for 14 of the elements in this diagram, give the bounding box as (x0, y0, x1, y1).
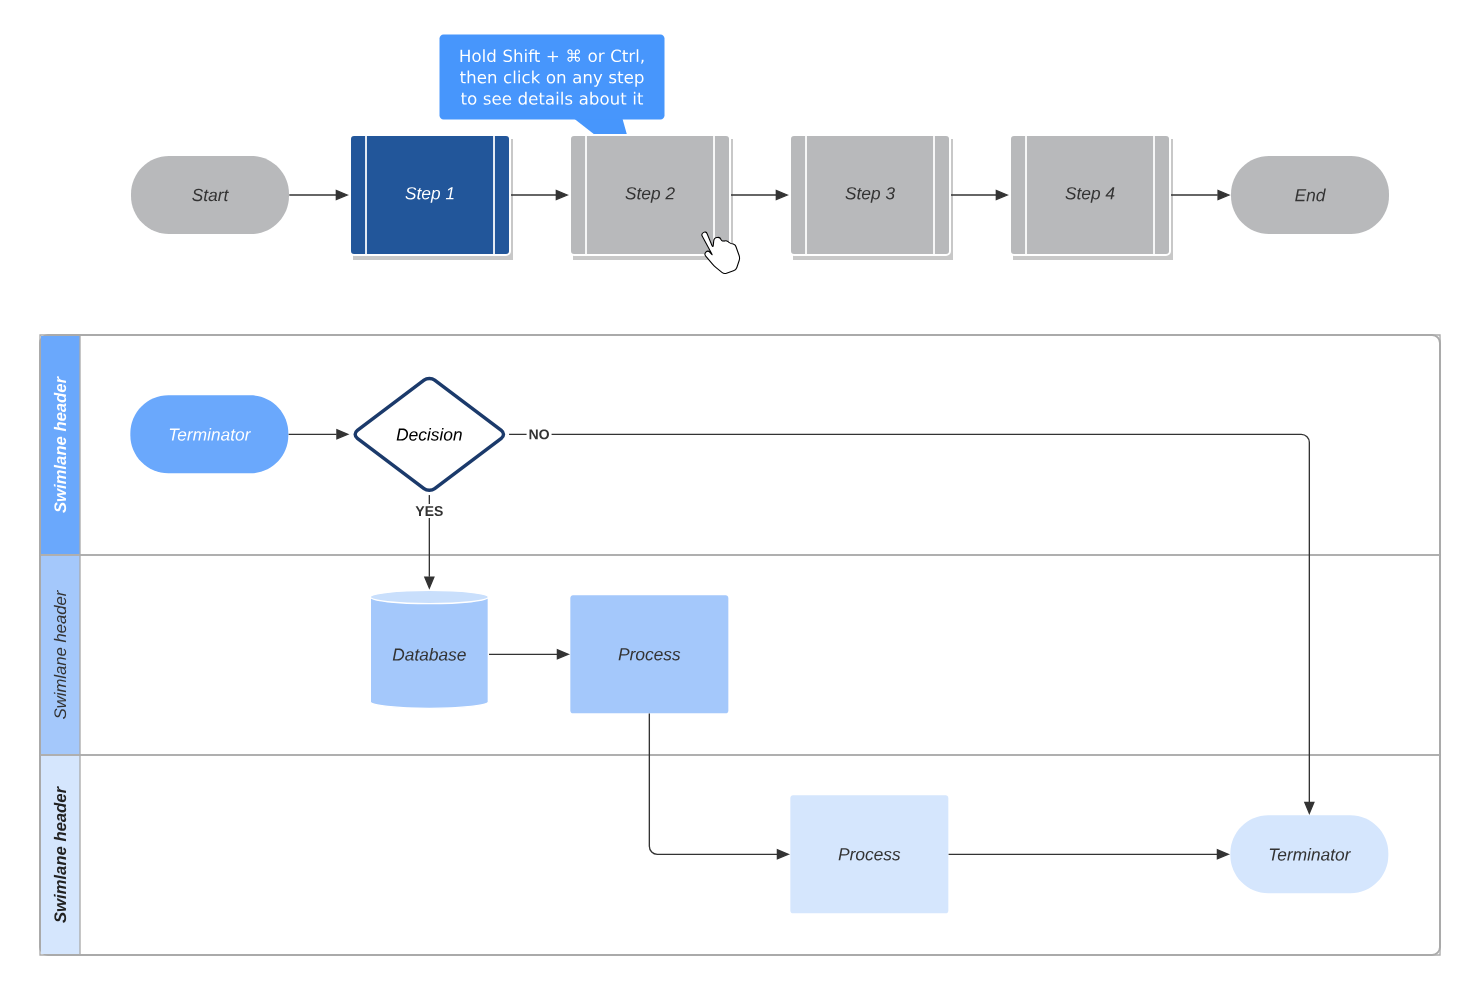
terminator: Start (131, 156, 289, 234)
process-step: Step 1 (349, 134, 513, 260)
process-step: Step 2 (569, 134, 733, 260)
process-step: Step 3 (789, 134, 953, 260)
terminator: End (1231, 156, 1389, 234)
terminator: Terminator (130, 395, 289, 474)
process-box: Process (790, 795, 949, 914)
terminator: Terminator (1230, 815, 1389, 894)
database-cylinder: Database (369, 589, 489, 710)
edge-label: NO (526, 427, 552, 442)
process-step: Step 4 (1009, 134, 1173, 260)
callout: Hold Shift + ⌘ or Ctrl, then click on any step to see details about it (439, 34, 665, 167)
process-box: Process (570, 595, 729, 714)
edge-label: YES (413, 504, 446, 518)
